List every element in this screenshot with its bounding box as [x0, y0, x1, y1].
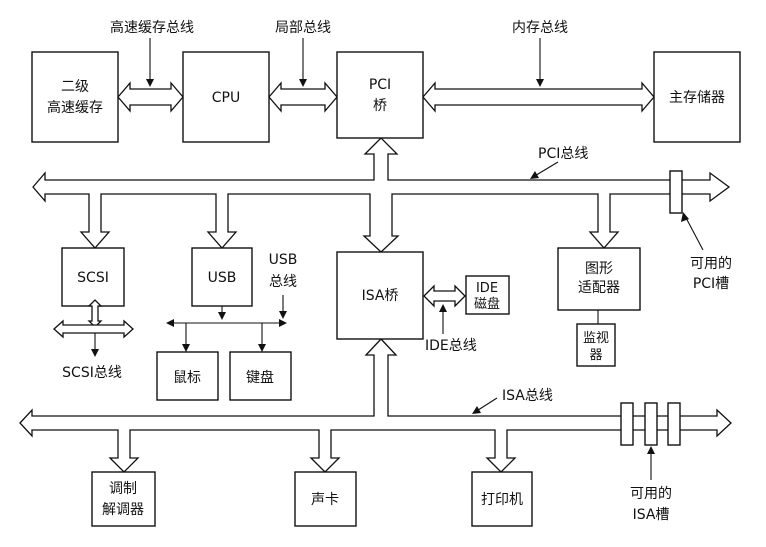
- cache-bus-pointer-head: [146, 79, 154, 87]
- local-bus-arrow: [268, 81, 338, 113]
- isa-bus-label: ISA总线: [502, 388, 553, 404]
- mouse-label: 鼠标: [173, 370, 201, 386]
- usb-box: [191, 247, 253, 307]
- cpu-label: CPU: [212, 90, 240, 106]
- isa-bus-pointer-head: [472, 406, 481, 414]
- usb-bus-pointer-head: [279, 311, 287, 319]
- usb-bus-right-head: [279, 319, 287, 327]
- local-bus-pointer-head: [299, 79, 307, 87]
- usb-label: USB: [208, 270, 237, 286]
- ide-disk-label: 磁盘: [474, 296, 500, 312]
- usb-bus-label: USB: [269, 252, 298, 268]
- graphics-adapter-label: 图形: [585, 261, 613, 277]
- l2-cache-box: [31, 51, 119, 143]
- monitor-label: 器: [589, 348, 602, 363]
- graphics-adapter-box: [557, 247, 641, 311]
- scsi-bus-pointer-head: [91, 349, 99, 357]
- isa-bridge-box: [336, 251, 424, 340]
- ide-bus-pointer-head: [439, 304, 447, 312]
- ide-disk-label: IDE: [476, 281, 498, 296]
- scsi-label: SCSI: [77, 270, 109, 286]
- available-isa-slot-label: 可用的: [630, 486, 672, 502]
- scsi-bus-arrow: [53, 319, 134, 339]
- isa-slot: [667, 402, 681, 446]
- scsi-box: [61, 247, 125, 307]
- memory-bus-label: 内存总线: [512, 20, 568, 36]
- monitor-label: 监视: [583, 331, 609, 346]
- pci-bridge-label: 桥: [373, 98, 387, 114]
- pci-bridge-box: [336, 51, 424, 139]
- scsi-connector-arrow: [87, 299, 103, 328]
- available-pci-slot-label: PCI槽: [693, 276, 729, 292]
- ide-bus-arrow: [423, 284, 466, 308]
- printer-label: 打印机: [481, 491, 523, 508]
- keyboard-label: 键盘: [246, 369, 274, 386]
- modem-label: 调制: [109, 481, 137, 497]
- pci-slot: [669, 170, 683, 214]
- cache-bus-label: 高速缓存总线: [110, 19, 194, 36]
- monitor-box: [576, 323, 616, 367]
- l2-cache-label: 二级: [61, 79, 89, 95]
- sound-card-box: [294, 471, 357, 527]
- pci-slot-pointer-head: [681, 212, 689, 222]
- ide-disk-box: [465, 275, 510, 315]
- mouse-drop-head: [182, 344, 190, 352]
- pci-bus-arrow: [32, 137, 731, 253]
- mouse-box: [156, 351, 219, 401]
- ide-bus-label: IDE总线: [425, 338, 477, 354]
- modem-label: 解调器: [102, 502, 144, 518]
- cache-bus-arrow: [117, 81, 184, 113]
- printer-box: [471, 471, 533, 527]
- memory-bus-arrow: [422, 81, 655, 113]
- isa-slot: [644, 402, 658, 446]
- local-bus-label: 局部总线: [275, 20, 331, 36]
- isa-bridge-label: ISA桥: [362, 288, 399, 304]
- pci-bus-label: PCI总线: [538, 146, 588, 162]
- l2-cache-label: 高速缓存: [47, 99, 103, 116]
- pci-bus-pointer-head: [530, 171, 539, 179]
- keyboard-box: [229, 351, 292, 401]
- modem-box: [91, 471, 156, 527]
- pci-bridge-label: PCI: [369, 77, 391, 93]
- keyboard-drop-head: [258, 344, 266, 352]
- isa-slot-pointer-head: [647, 446, 655, 454]
- available-pci-slot-label: 可用的: [690, 256, 732, 272]
- usb-stem-head: [218, 312, 226, 320]
- usb-bus-left-head: [166, 319, 174, 327]
- main-memory-label: 主存储器: [669, 90, 725, 106]
- usb-bus-label: 总线: [269, 274, 297, 290]
- isa-slot: [620, 402, 634, 446]
- isa-bus-arrow: [19, 338, 732, 473]
- pci-bus-pointer: [532, 161, 559, 178]
- memory-bus-pointer-head: [536, 79, 544, 87]
- graphics-adapter-label: 适配器: [578, 280, 620, 296]
- sound-card-label: 声卡: [311, 492, 339, 508]
- available-isa-slot-label: ISA槽: [633, 507, 670, 523]
- main-memory-box: [653, 51, 741, 143]
- pci-slot-pointer: [683, 213, 704, 251]
- cpu-box: [182, 51, 270, 143]
- scsi-bus-label: SCSI总线: [62, 365, 122, 381]
